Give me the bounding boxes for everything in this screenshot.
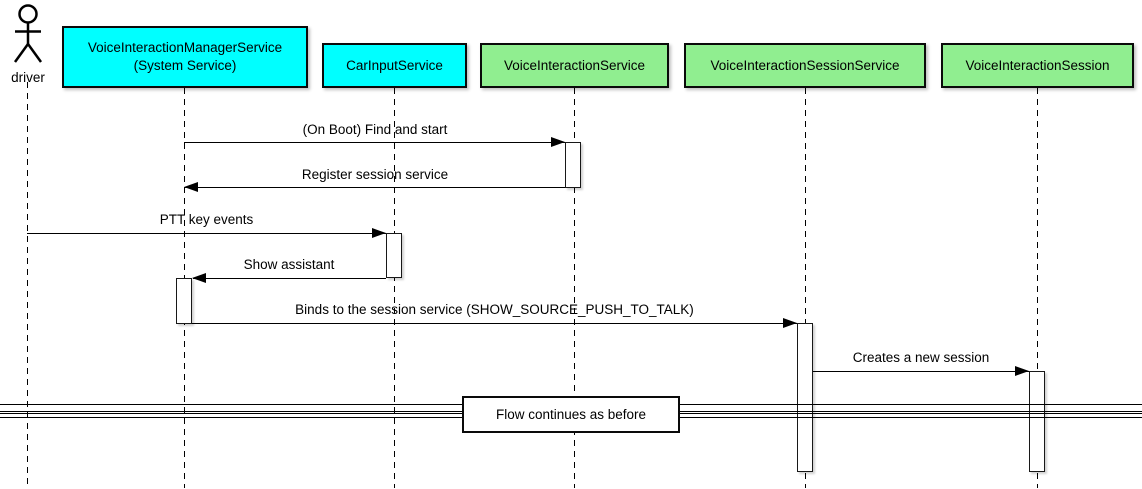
participant-label: VoiceInteractionSessionService — [710, 57, 900, 73]
lifeline-voice-interaction-session — [1037, 88, 1038, 488]
arrowhead-right-icon — [551, 137, 565, 147]
activation-car-input-service — [386, 233, 402, 278]
lifeline-driver — [27, 82, 28, 488]
message-line — [192, 323, 797, 324]
actor-icon — [13, 4, 43, 63]
arrowhead-right-icon — [783, 318, 797, 328]
message-line — [27, 233, 386, 234]
participant-voice-interaction-session: VoiceInteractionSession — [941, 43, 1134, 88]
message-label-show-assistant: Show assistant — [243, 257, 335, 272]
participant-voice-interaction-service: VoiceInteractionService — [480, 43, 669, 88]
message-label-register-session-service: Register session service — [301, 167, 449, 182]
arrowhead-right-icon — [372, 228, 386, 238]
message-line — [813, 371, 1029, 372]
message-label-binds-to-session-service: Binds to the session service (SHOW_SOURC… — [295, 302, 694, 317]
activation-voice-interaction-service — [565, 142, 581, 188]
arrowhead-right-icon — [1015, 366, 1029, 376]
message-line — [193, 278, 386, 279]
arrowhead-left-icon — [184, 182, 198, 192]
lifeline-car-input-service — [394, 88, 395, 488]
activation-voice-interaction-session-service — [797, 323, 813, 472]
actor-driver: driver — [8, 2, 48, 85]
lifeline-voice-interaction-session-service — [805, 88, 806, 488]
participant-label: VoiceInteractionManagerService (System S… — [87, 40, 283, 73]
participant-voice-interaction-manager-service: VoiceInteractionManagerService (System S… — [62, 26, 308, 88]
divider-label-box: Flow continues as before — [462, 396, 680, 433]
actor-label: driver — [11, 70, 45, 85]
arrowhead-left-icon — [192, 273, 206, 283]
divider-label: Flow continues as before — [495, 407, 647, 422]
lifeline-voice-interaction-service — [574, 88, 575, 488]
activation-voice-interaction-manager-service — [176, 278, 192, 324]
activation-voice-interaction-session — [1029, 371, 1045, 472]
participant-voice-interaction-session-service: VoiceInteractionSessionService — [684, 43, 926, 88]
participant-label: VoiceInteractionSession — [965, 57, 1110, 73]
message-label-creates-new-session: Creates a new session — [852, 350, 990, 365]
message-line — [184, 142, 565, 143]
participant-label: CarInputService — [346, 57, 443, 73]
message-label-ptt-key-events: PTT key events — [159, 212, 254, 227]
participant-car-input-service: CarInputService — [322, 43, 467, 88]
message-line — [185, 187, 565, 188]
message-label-on-boot-find-and-start: (On Boot) Find and start — [302, 122, 448, 137]
participant-label: VoiceInteractionService — [503, 57, 646, 73]
